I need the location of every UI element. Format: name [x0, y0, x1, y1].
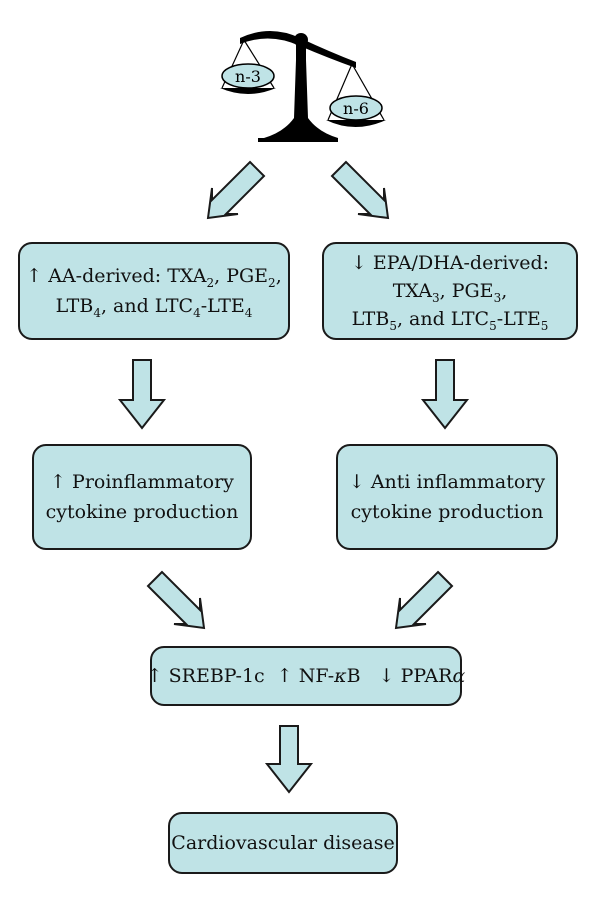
- scale-beam: [240, 31, 356, 68]
- merge-line: ↑ SREBP-1c ↑ NF-κB ↓ PPARα: [146, 665, 466, 687]
- srebp-nfkb-ppar-box: ↑ SREBP-1c ↑ NF-κB ↓ PPARα: [147, 646, 465, 706]
- left-aa-derived-box: ↑ AA-derived: TXA2, PGE2, LTB4, and LTC4…: [18, 242, 290, 340]
- outcome-label: Cardiovascular disease: [171, 832, 395, 854]
- proinflammatory-line1: ↑ Proinflammatory: [50, 471, 234, 493]
- n3-label: n-3: [235, 67, 261, 86]
- proinflammatory-box: ↑ Proinflammatory cytokine production: [32, 444, 252, 550]
- arrow-right-step1-to-step2: [420, 359, 470, 430]
- proinflammatory-line2: cytokine production: [45, 501, 239, 523]
- left-aa-line1: ↑ AA-derived: TXA2, PGE2,: [26, 265, 282, 290]
- right-epa-line2: TXA3, PGE3,: [392, 280, 508, 305]
- right-epa-dha-box: ↓ EPA/DHA-derived: TXA3, PGE3, LTB5, and…: [322, 242, 578, 340]
- arrow-right-to-merge: [394, 570, 454, 630]
- n6-label: n-6: [343, 99, 369, 118]
- scale-post: [296, 40, 306, 130]
- arrow-left-step1-to-step2: [117, 359, 167, 430]
- anti-inflammatory-line2: cytokine production: [350, 501, 544, 523]
- right-epa-line1: ↓ EPA/DHA-derived:: [350, 252, 550, 274]
- n6-label-group: n-6: [329, 95, 383, 121]
- anti-inflammatory-line1: ↓ Anti inflammatory: [348, 471, 546, 493]
- right-epa-line3: LTB5, and LTC5-LTE5: [351, 308, 549, 333]
- right-pan: [326, 120, 386, 127]
- arrow-merge-to-outcome: [264, 725, 314, 794]
- arrow-scale-to-right: [330, 160, 390, 220]
- arrow-scale-to-left: [206, 160, 266, 220]
- left-aa-line2: LTB4, and LTC4-LTE4: [55, 295, 253, 320]
- cardiovascular-disease-box: Cardiovascular disease: [168, 812, 398, 874]
- arrow-left-to-merge: [146, 570, 206, 630]
- anti-inflammatory-box: ↓ Anti inflammatory cytokine production: [336, 444, 558, 550]
- n3-label-group: n-3: [221, 63, 275, 89]
- left-pan: [220, 88, 276, 94]
